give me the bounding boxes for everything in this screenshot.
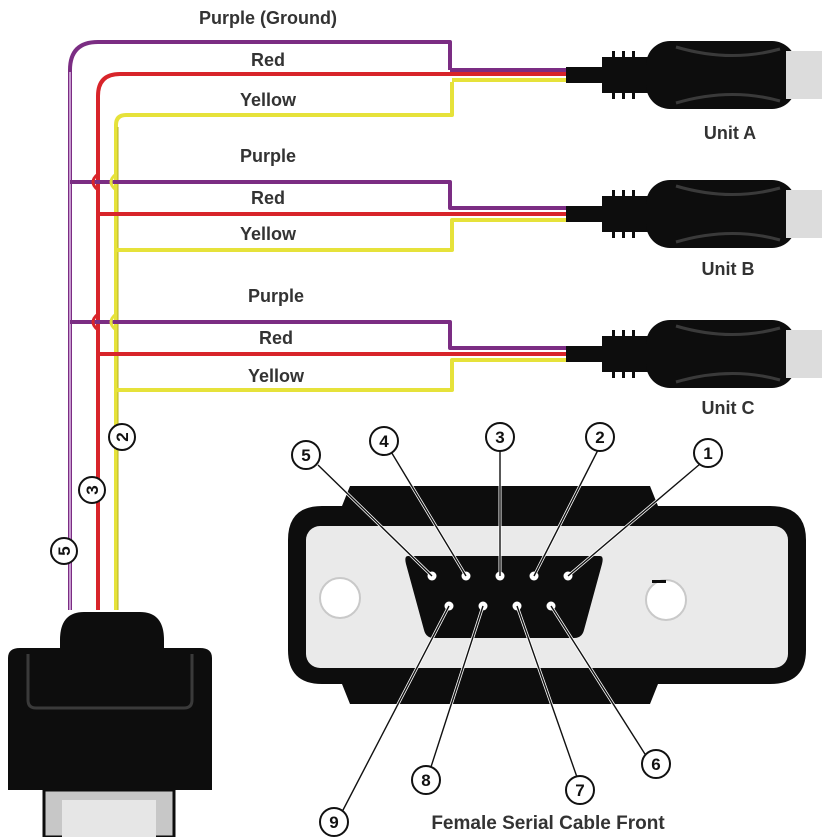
svg-text:4: 4 [379,432,389,451]
purple-trunk-wire [68,40,452,610]
unit-c-yellow-wire [116,358,572,392]
unit-a-yellow-label: Yellow [240,90,297,110]
svg-text:9: 9 [329,813,338,832]
pin-callout-4: 4 [369,426,399,456]
unit-b-plug [566,180,822,248]
unit-c-hop-yellow [109,312,117,332]
connector-caption: Female Serial Cable Front [431,813,665,834]
db9-connector [288,486,806,704]
trunk-pin-5-marker: 5 [50,537,78,565]
svg-text:1: 1 [703,444,712,463]
svg-text:2: 2 [595,428,604,447]
pin-callout-2: 2 [585,422,615,452]
pin-callout-8: 8 [411,765,441,795]
db9-screw-hole-right [645,579,687,621]
unit-b-yellow-wire [116,218,572,252]
svg-text:8: 8 [421,771,430,790]
yellow-trunk-wire [114,82,454,610]
db9-screw-hole-left [319,577,361,619]
unit-b-yellow-label: Yellow [240,224,297,244]
pin-leader-lines-core [317,449,701,813]
unit-b-purple-wire [70,180,572,210]
pin-callout-7: 7 [565,775,595,805]
serial-plug-body [8,612,212,837]
unit-b-purple-label: Purple [240,146,296,166]
red-trunk-wire [96,72,450,610]
unit-b-red-label: Red [251,188,285,208]
unit-c-purple-label: Purple [248,286,304,306]
unit-b-hop-yellow [109,172,117,192]
svg-text:2: 2 [113,432,132,441]
unit-c-plug [566,320,822,388]
db9-tick-mark [652,580,666,583]
unit-c-hop-red [91,312,99,332]
unit-b-name: Unit B [702,259,755,279]
svg-text:5: 5 [55,546,74,555]
unit-a-plug [566,41,822,109]
pin-callout-1: 1 [693,438,723,468]
unit-a-red-label: Red [251,50,285,70]
svg-text:5: 5 [301,446,310,465]
unit-c-purple-wire [70,320,572,350]
pin-callout-6: 6 [641,749,671,779]
trunk-pin-2-marker: 2 [108,423,136,451]
pin-callout-5: 5 [291,440,321,470]
wire-harness [68,40,572,610]
unit-a-name: Unit A [704,123,756,143]
svg-text:6: 6 [651,755,660,774]
svg-text:3: 3 [83,485,102,494]
unit-a-purple-label: Purple (Ground) [199,8,337,28]
unit-c-name: Unit C [702,398,755,418]
svg-text:3: 3 [495,428,504,447]
svg-text:7: 7 [575,781,584,800]
unit-b-hop-red [91,172,99,192]
unit-c-red-label: Red [259,328,293,348]
pin-callout-9: 9 [319,807,349,837]
trunk-pin-3-marker: 3 [78,476,106,504]
unit-c-yellow-label: Yellow [248,366,305,386]
db9-socket-trapezoid [405,556,603,638]
pin-callout-3: 3 [485,422,515,452]
